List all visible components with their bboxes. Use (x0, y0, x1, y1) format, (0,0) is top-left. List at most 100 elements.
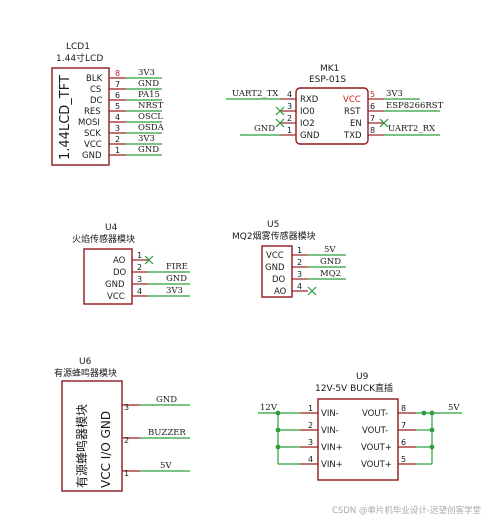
u5-pin-name: VCC (266, 251, 284, 261)
u4-net-label: 3V3 (166, 286, 183, 296)
lcd1-net-label: OSCL (138, 112, 163, 122)
lcd1-pin-num: 6 (115, 91, 120, 100)
no-connect-mark (144, 255, 154, 265)
u4-pin-name: GND (105, 280, 125, 290)
u5-component: U5 MQ2烟雾传感器模块 VCC GND DO AO 1 2 3 4 5V G… (232, 220, 346, 298)
junction-dot (275, 427, 281, 433)
u4-pin-num: 3 (137, 275, 142, 284)
u5-pin-name: AO (274, 287, 287, 297)
lcd1-pin-6: DC 6 PA15 (90, 90, 162, 106)
lcd1-pin-name: VCC (84, 140, 102, 150)
mk1-body (295, 87, 369, 145)
mk1-net-label: GND (254, 124, 275, 134)
u5-pin-num: 1 (297, 246, 302, 255)
u6-pin-num: 3 (124, 403, 129, 412)
lcd1-pin-name: BLK (86, 74, 103, 84)
lcd1-pin-3: SCK 3 OSDA (84, 123, 165, 139)
u9-pin-num: 1 (308, 404, 313, 413)
mk1-pin-name: RST (344, 107, 361, 117)
lcd1-pin-num: 7 (115, 80, 120, 89)
lcd1-component: LCD1 1.44寸LCD 1.44LCD_TFT BLK 8 3V3 CS 7… (51, 42, 165, 166)
u9-pin-num: 7 (401, 421, 406, 430)
mk1-designator: MK1 (320, 64, 339, 74)
lcd1-body (51, 67, 110, 166)
junction-dot (429, 410, 435, 416)
lcd1-value: 1.44寸LCD (56, 52, 103, 64)
u5-designator: U5 (267, 220, 279, 230)
mk1-pin-name: RXD (300, 95, 319, 105)
u4-net-label: FIRE (166, 262, 188, 272)
mk1-value: ESP-01S (309, 75, 346, 85)
u6-component: U6 有源蜂鸣器模块 有源蜂鸣器模块 VCC I/O GND 3 2 1 GND… (54, 357, 190, 492)
u4-designator: U4 (105, 223, 118, 233)
lcd1-pin-name: SCK (84, 129, 101, 139)
u9-pin-name: VIN+ (321, 443, 343, 453)
u5-pin-name: DO (272, 275, 286, 285)
mk1-component: MK1 ESP-01S RXD IO0 IO2 GND 4 3 2 1 UART… (226, 64, 444, 145)
mk1-pin-num: 7 (370, 114, 375, 123)
lcd1-pin-num: 4 (115, 113, 120, 122)
mk1-pin-name: TXD (343, 131, 362, 141)
mk1-pin-num: 8 (370, 126, 375, 135)
u5-pin-num: 3 (297, 270, 302, 279)
u6-designator: U6 (79, 357, 92, 367)
lcd1-net-label: GND (138, 79, 159, 89)
u4-pin-name: VCC (107, 292, 125, 302)
mk1-pin-name: IO0 (300, 107, 315, 117)
lcd1-net-label: 3V3 (138, 68, 155, 78)
u9-pin-name: VIN- (321, 426, 339, 436)
u6-pin-num: 1 (124, 469, 129, 478)
u4-pin-name: DO (113, 268, 127, 278)
mk1-net-label: UART2_RX (388, 124, 436, 134)
mk1-net-label: UART2_TX (232, 89, 279, 99)
u9-pin-name: VOUT- (362, 409, 388, 419)
lcd1-pin-8: BLK 8 3V3 (86, 68, 162, 84)
u9-pin-num: 5 (401, 455, 406, 464)
mk1-pin-num: 2 (287, 114, 292, 123)
u6-body-label: 有源蜂鸣器模块 (74, 404, 89, 488)
u5-pin-name: GND (265, 263, 285, 273)
lcd1-net-label: GND (138, 145, 159, 155)
mk1-net-label: ESP8266RST (386, 101, 444, 111)
mk1-pin-name: EN (350, 119, 362, 129)
no-connect-mark (275, 118, 285, 128)
u4-body (83, 248, 133, 305)
lcd1-pin-name: DC (90, 96, 103, 106)
junction-dot (429, 427, 435, 433)
lcd1-pin-5: RES 5 NRST (84, 101, 164, 117)
mk1-pin-num: 6 (370, 102, 375, 111)
u9-pin-num: 3 (308, 438, 313, 447)
lcd1-body-label: 1.44LCD_TFT (58, 75, 73, 160)
lcd1-pin-7: CS 7 GND (90, 79, 162, 95)
mk1-pin-name: GND (300, 131, 320, 141)
u9-pin-num: 6 (401, 438, 406, 447)
lcd1-net-label: NRST (138, 101, 164, 111)
no-connect-mark (379, 118, 389, 128)
lcd1-pin-num: 2 (115, 135, 120, 144)
lcd1-pin-4: MOSI 4 OSCL (78, 112, 163, 128)
mk1-pin-num: 5 (370, 90, 375, 99)
junction-dot (275, 444, 281, 450)
u5-net-label: GND (320, 257, 341, 267)
lcd1-pin-num: 5 (115, 102, 120, 111)
u6-pin-num: 2 (124, 436, 129, 445)
junction-dot (421, 410, 427, 416)
lcd1-pin-2: VCC 2 3V3 (84, 134, 162, 150)
lcd1-designator: LCD1 (66, 42, 90, 52)
lcd1-net-label: 3V3 (138, 134, 155, 144)
watermark: CSDN @单片机毕业设计-远望创客学堂 (332, 505, 481, 516)
u9-output-net-label: 5V (448, 403, 460, 413)
u9-value: 12V-5V BUCK直插 (315, 382, 393, 394)
u6-net-label: 5V (160, 461, 172, 471)
u9-pin-num: 8 (401, 404, 406, 413)
no-connect-mark (275, 106, 285, 116)
u5-net-label: MQ2 (320, 269, 341, 279)
u9-input-net-label: 12V (260, 403, 278, 413)
mk1-pin-num: 1 (287, 126, 292, 135)
mk1-pin-name: VCC (343, 95, 361, 105)
u9-pin-name: VOUT+ (361, 460, 392, 470)
u4-component: U4 火焰传感器模块 AO DO GND VCC 1 2 3 4 FIRE GN… (72, 223, 190, 305)
junction-dot (429, 444, 435, 450)
u4-pin-num: 2 (137, 263, 142, 272)
u4-pin-name: AO (113, 256, 126, 266)
